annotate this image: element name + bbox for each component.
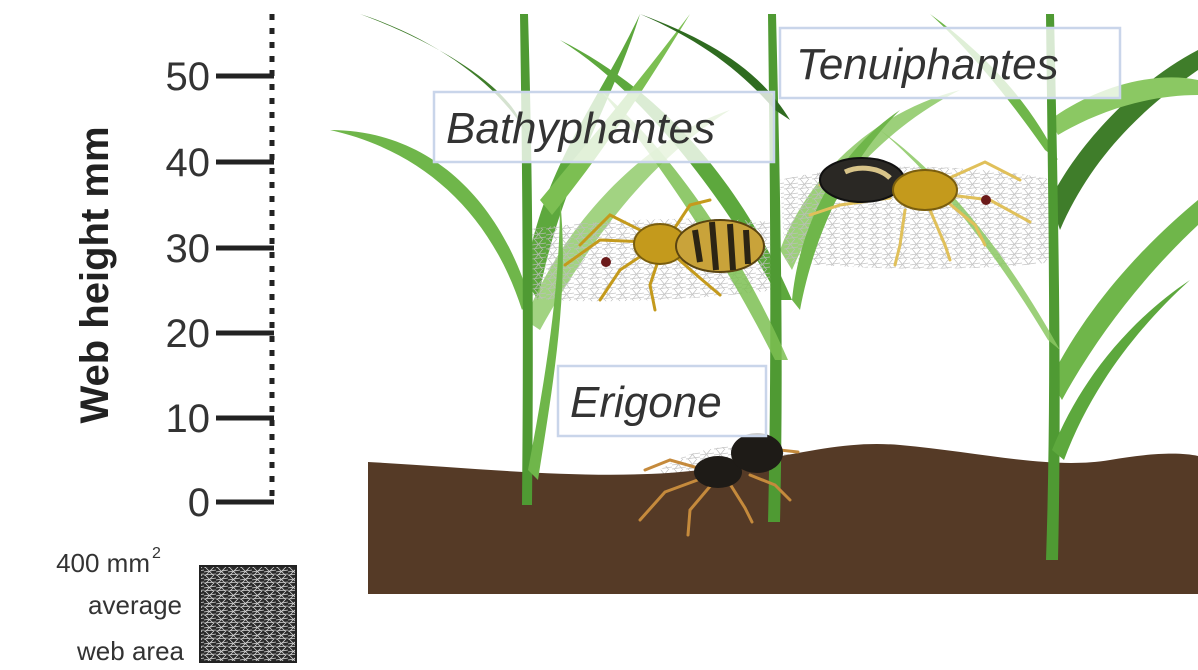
- tick-label-10: 10: [166, 397, 211, 441]
- axis-title: Web height mm: [73, 126, 117, 423]
- soil: [368, 444, 1198, 594]
- spider-abdomen: [820, 158, 904, 202]
- grass-blade: [1050, 200, 1198, 400]
- legend-line-1: 400 mm: [56, 548, 150, 578]
- bathyphantes-label-box: Bathyphantes: [434, 92, 774, 162]
- erigone-label: Erigone: [570, 378, 722, 427]
- legend-line-3: web area: [76, 636, 184, 666]
- web-area-swatch: [200, 566, 296, 662]
- tick-label-0: 0: [188, 481, 210, 525]
- tick-label-30: 30: [166, 227, 211, 271]
- legend-superscript: 2: [152, 545, 161, 562]
- legend-line-2: average: [88, 590, 182, 620]
- tick-label-20: 20: [166, 312, 211, 356]
- tenuiphantes-label: Tenuiphantes: [796, 40, 1059, 89]
- axis-ticks: [216, 76, 274, 502]
- web-area-legend: 400 mm 2 average web area: [56, 545, 296, 666]
- erigone-label-box: Erigone: [558, 366, 766, 436]
- tenuiphantes-label-box: Tenuiphantes: [780, 28, 1120, 98]
- spider-abdomen: [731, 433, 783, 473]
- grass-stem: [520, 14, 533, 505]
- height-axis: 50 40 30 20 10 0 Web height mm: [73, 14, 274, 525]
- tick-label-40: 40: [166, 141, 211, 185]
- spider-abdomen: [676, 220, 764, 272]
- bathyphantes-label: Bathyphantes: [446, 104, 715, 153]
- spider-cephalothorax: [893, 170, 957, 210]
- tick-label-50: 50: [166, 55, 211, 99]
